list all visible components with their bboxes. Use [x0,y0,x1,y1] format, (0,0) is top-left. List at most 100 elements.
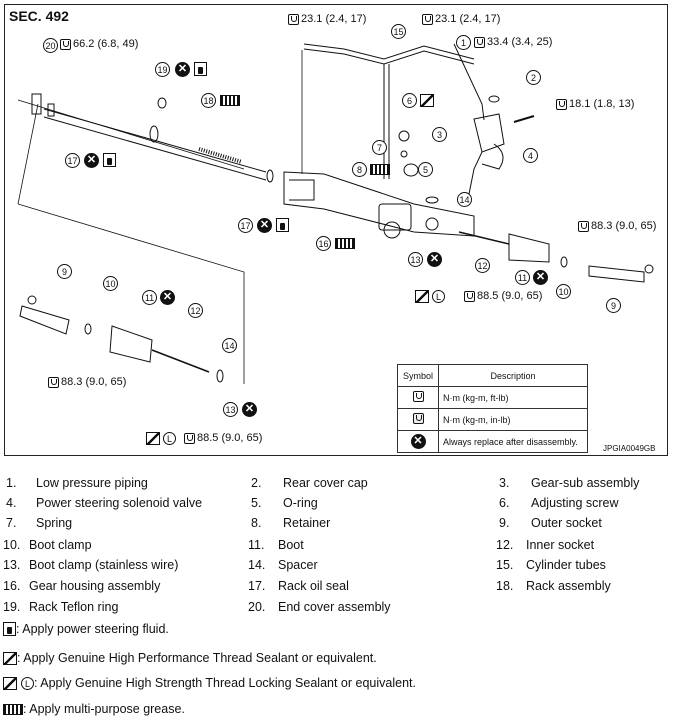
grease-icon [335,238,355,249]
grease-icon [3,703,23,715]
callout-10-right: 10 [556,284,571,299]
list-item: 15.Cylinder tubes [496,558,606,572]
legend-row: N·m (kg-m, in-lb) [397,408,588,431]
lock-icon: L [432,290,445,303]
torque-icon [556,98,567,110]
part-number: 20. [248,600,266,614]
torque-value: 88.5 (9.0, 65) [477,290,543,302]
callout-4: 4 [523,148,538,163]
torque-value: 23.1 (2.4, 17) [301,13,367,25]
callout-5: 5 [418,162,433,177]
legend-row: N·m (kg-m, ft-lb) [397,386,588,409]
note-fluid: : Apply power steering fluid. [3,622,169,636]
part-name: Outer socket [531,516,602,530]
fluid-icon [276,218,289,232]
callout-20: 20 [43,38,58,53]
part-number: 19. [3,600,21,614]
part-name: Boot [278,538,304,552]
replace-icon: ✕ [242,402,257,417]
legend-description: N·m (kg-m, ft-lb) [438,386,588,409]
list-item: 12. Inner socket [496,538,594,552]
legend-description: N·m (kg-m, in-lb) [438,408,588,431]
part-name: Spacer [278,558,318,572]
list-item: 18.Rack assembly [496,579,611,593]
lock-icon: L [163,432,176,445]
replace-icon: ✕ [533,270,548,285]
sealant-icon [420,94,434,107]
torque-value: 88.3 (9.0, 65) [591,220,657,232]
torque-icon [48,376,59,388]
callout-17-right: 17 [238,218,253,233]
callout-1: 1 [456,35,471,50]
sealant-icon [3,676,17,690]
list-item: 13.Boot clamp (stainless wire) [3,558,178,572]
part-name: Inner socket [526,538,595,552]
sealant-lock-left: L [146,432,176,445]
callout-6: 6 [402,93,417,108]
callout-10-left: 10 [103,276,118,291]
grease-icon [370,164,390,175]
part-name: Retainer [283,516,331,530]
note-text: : Apply Genuine High Performance Thread … [17,651,377,665]
callout-8: 8 [352,162,367,177]
torque-label-left-inner-socket: 88.5 (9.0, 65) [184,432,262,444]
torque-icon [288,13,299,25]
callout-12-right: 12 [475,258,490,273]
legend-row: ✕ Always replace after disassembly. [397,430,588,453]
callout-18: 18 [201,93,216,108]
sealant-icon [146,432,160,445]
legend-symbol-cell [397,386,439,409]
callout-19: 19 [155,62,170,77]
replace-icon: ✕ [84,153,99,168]
replace-icon: ✕ [160,290,175,305]
torque-label-right-outer-socket: 88.3 (9.0, 65) [578,220,656,232]
list-item: 3.Gear-sub assembly [499,476,639,490]
part-name: Rack Teflon ring [29,600,119,614]
note-grease: : Apply multi-purpose grease. [3,702,185,716]
part-name: Power steering solenoid valve [36,496,203,510]
note-text: : Apply Genuine High Strength Thread Loc… [34,676,416,690]
list-item: 17.Rack oil seal [248,579,349,593]
fluid-icon [103,153,116,167]
list-item: 2.Rear cover cap [251,476,368,490]
figure-code: JPGIA0049GB [603,444,656,453]
callout-12-left: 12 [188,303,203,318]
lock-icon: L [21,676,34,690]
callout-13-left: 13 [223,402,238,417]
part-number: 11. [248,538,265,552]
part-number: 18. [496,579,514,593]
part-name: Low pressure piping [36,476,148,490]
torque-label-right-inner-socket: 88.5 (9.0, 65) [464,290,542,302]
legend-header-row: Symbol Description [397,364,588,387]
legend-header-symbol: Symbol [397,364,439,387]
torque-icon [184,432,195,444]
torque-value: 66.2 (6.8, 49) [73,38,139,50]
callout-9-left: 9 [57,264,72,279]
callout-11-right: 11 [515,270,530,285]
list-item: 7.Spring [6,516,72,530]
part-number: 4. [6,496,17,510]
torque-label-pipe-right: 23.1 (2.4, 17) [422,13,500,25]
torque-value: 18.1 (1.8, 13) [569,98,635,110]
list-item: 16.Gear housing assembly [3,579,160,593]
sealant-icon [415,290,429,303]
torque-label-bolt: 18.1 (1.8, 13) [556,98,634,110]
part-name: Gear housing assembly [29,579,161,593]
part-name: Cylinder tubes [526,558,606,572]
list-item: 9.Outer socket [499,516,602,530]
sealant-lock-right: L [415,290,445,303]
list-item: 11. Boot [248,538,304,552]
torque-value: 23.1 (2.4, 17) [435,13,501,25]
note-locking: L: Apply Genuine High Strength Thread Lo… [3,676,416,690]
part-number: 3. [499,476,510,490]
part-number: 7. [6,516,17,530]
part-name: Boot clamp (stainless wire) [29,558,179,572]
torque-icon [474,36,485,48]
torque-icon [422,13,433,25]
part-number: 6. [499,496,510,510]
part-number: 1. [6,476,17,490]
list-item: 5.O-ring [251,496,318,510]
callout-13-right: 13 [408,252,423,267]
list-item: 4. Power steering solenoid valve [6,496,202,510]
part-number: 12. [496,538,514,552]
